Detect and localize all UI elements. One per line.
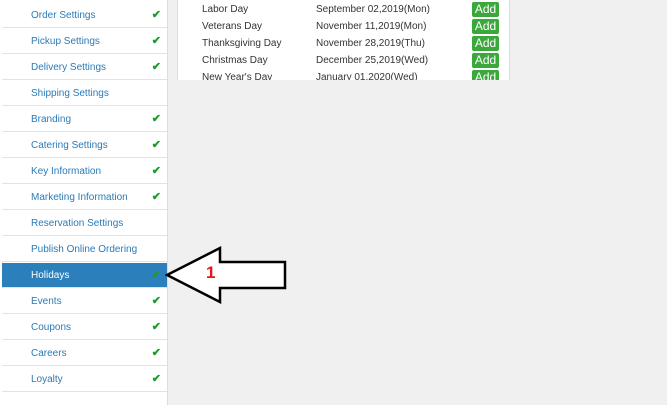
sidebar-item-label: Key Information — [31, 166, 102, 177]
holiday-row: Thanksgiving Day November 28,2019(Thu) Add — [202, 35, 502, 52]
sidebar-item-label: Holidays — [31, 270, 70, 281]
sidebar-item-marketing-information[interactable]: Marketing Information ✔ — [2, 185, 167, 210]
check-icon: ✔ — [151, 321, 161, 333]
add-holiday-button[interactable]: Add — [472, 53, 499, 68]
holiday-date: November 28,2019(Thu) — [316, 38, 425, 49]
check-icon: ✔ — [151, 295, 161, 307]
holiday-name: New Year's Day — [202, 72, 273, 80]
add-holiday-button[interactable]: Add — [472, 36, 499, 51]
holiday-date: December 25,2019(Wed) — [316, 55, 429, 66]
check-icon: ✔ — [151, 9, 161, 21]
annotation-number: 1 — [206, 263, 216, 282]
sidebar-item-label: Careers — [31, 348, 67, 359]
add-holiday-button[interactable]: Add — [472, 70, 499, 80]
sidebar-item-label: Marketing Information — [31, 192, 128, 203]
annotation-arrow-icon — [165, 246, 287, 304]
check-icon: ✔ — [151, 373, 161, 385]
holiday-name: Thanksgiving Day — [202, 38, 282, 49]
check-icon: ✔ — [151, 139, 161, 151]
holiday-name: Labor Day — [202, 4, 249, 15]
sidebar-item-order-settings[interactable]: Order Settings ✔ — [2, 3, 167, 28]
check-icon: ✔ — [151, 113, 161, 125]
holiday-date: September 02,2019(Mon) — [316, 4, 430, 15]
sidebar-item-label: Events — [31, 296, 62, 307]
sidebar-item-shipping-settings[interactable]: Shipping Settings — [2, 81, 167, 106]
holiday-name: Veterans Day — [202, 21, 263, 32]
sidebar-item-catering-settings[interactable]: Catering Settings ✔ — [2, 133, 167, 158]
sidebar-item-label: Publish Online Ordering — [31, 244, 138, 255]
holiday-date: November 11,2019(Mon) — [316, 21, 427, 32]
sidebar-item-branding[interactable]: Branding ✔ — [2, 107, 167, 132]
holiday-name: Christmas Day — [202, 55, 268, 66]
sidebar-item-delivery-settings[interactable]: Delivery Settings ✔ — [2, 55, 167, 80]
sidebar-item-events[interactable]: Events ✔ — [2, 289, 167, 314]
holiday-row: Veterans Day November 11,2019(Mon) Add — [202, 18, 502, 35]
sidebar-item-reservation-settings[interactable]: Reservation Settings — [2, 211, 167, 236]
sidebar-item-label: Delivery Settings — [31, 62, 107, 73]
add-holiday-button[interactable]: Add — [472, 19, 499, 34]
check-icon: ✔ — [151, 191, 161, 203]
sidebar-item-label: Coupons — [31, 322, 72, 333]
sidebar-item-loyalty[interactable]: Loyalty ✔ — [2, 367, 167, 392]
sidebar-item-label: Shipping Settings — [31, 88, 109, 99]
sidebar-item-label: Catering Settings — [31, 140, 108, 151]
add-holiday-button[interactable]: Add — [472, 2, 499, 17]
check-icon: ✔ — [151, 61, 161, 73]
check-icon: ✔ — [151, 35, 161, 47]
sidebar-item-label: Order Settings — [31, 10, 96, 21]
check-icon: ✔ — [151, 165, 161, 177]
holiday-row: Christmas Day December 25,2019(Wed) Add — [202, 52, 502, 69]
holiday-row: Labor Day September 02,2019(Mon) Add — [202, 1, 502, 18]
sidebar-item-label: Loyalty — [31, 374, 63, 385]
sidebar-item-careers[interactable]: Careers ✔ — [2, 341, 167, 366]
sidebar-item-holidays[interactable]: Holidays ✔ — [2, 263, 167, 288]
holiday-row: New Year's Day January 01,2020(Wed) Add — [202, 69, 502, 80]
sidebar-item-coupons[interactable]: Coupons ✔ — [2, 315, 167, 340]
settings-sidebar: Order Settings✔Pickup Settings✔Delivery … — [0, 0, 168, 405]
sidebar-item-pickup-settings[interactable]: Pickup Settings ✔ — [2, 29, 167, 54]
sidebar-item-label: Branding — [31, 114, 72, 125]
sidebar-item-label: Reservation Settings — [31, 218, 124, 229]
check-icon: ✔ — [151, 269, 161, 281]
sidebar-item-label: Pickup Settings — [31, 36, 100, 47]
sidebar-item-key-information[interactable]: Key Information ✔ — [2, 159, 167, 184]
holiday-date: January 01,2020(Wed) — [316, 72, 418, 80]
check-icon: ✔ — [151, 347, 161, 359]
sidebar-item-publish-online-ordering[interactable]: Publish Online Ordering — [2, 237, 167, 262]
